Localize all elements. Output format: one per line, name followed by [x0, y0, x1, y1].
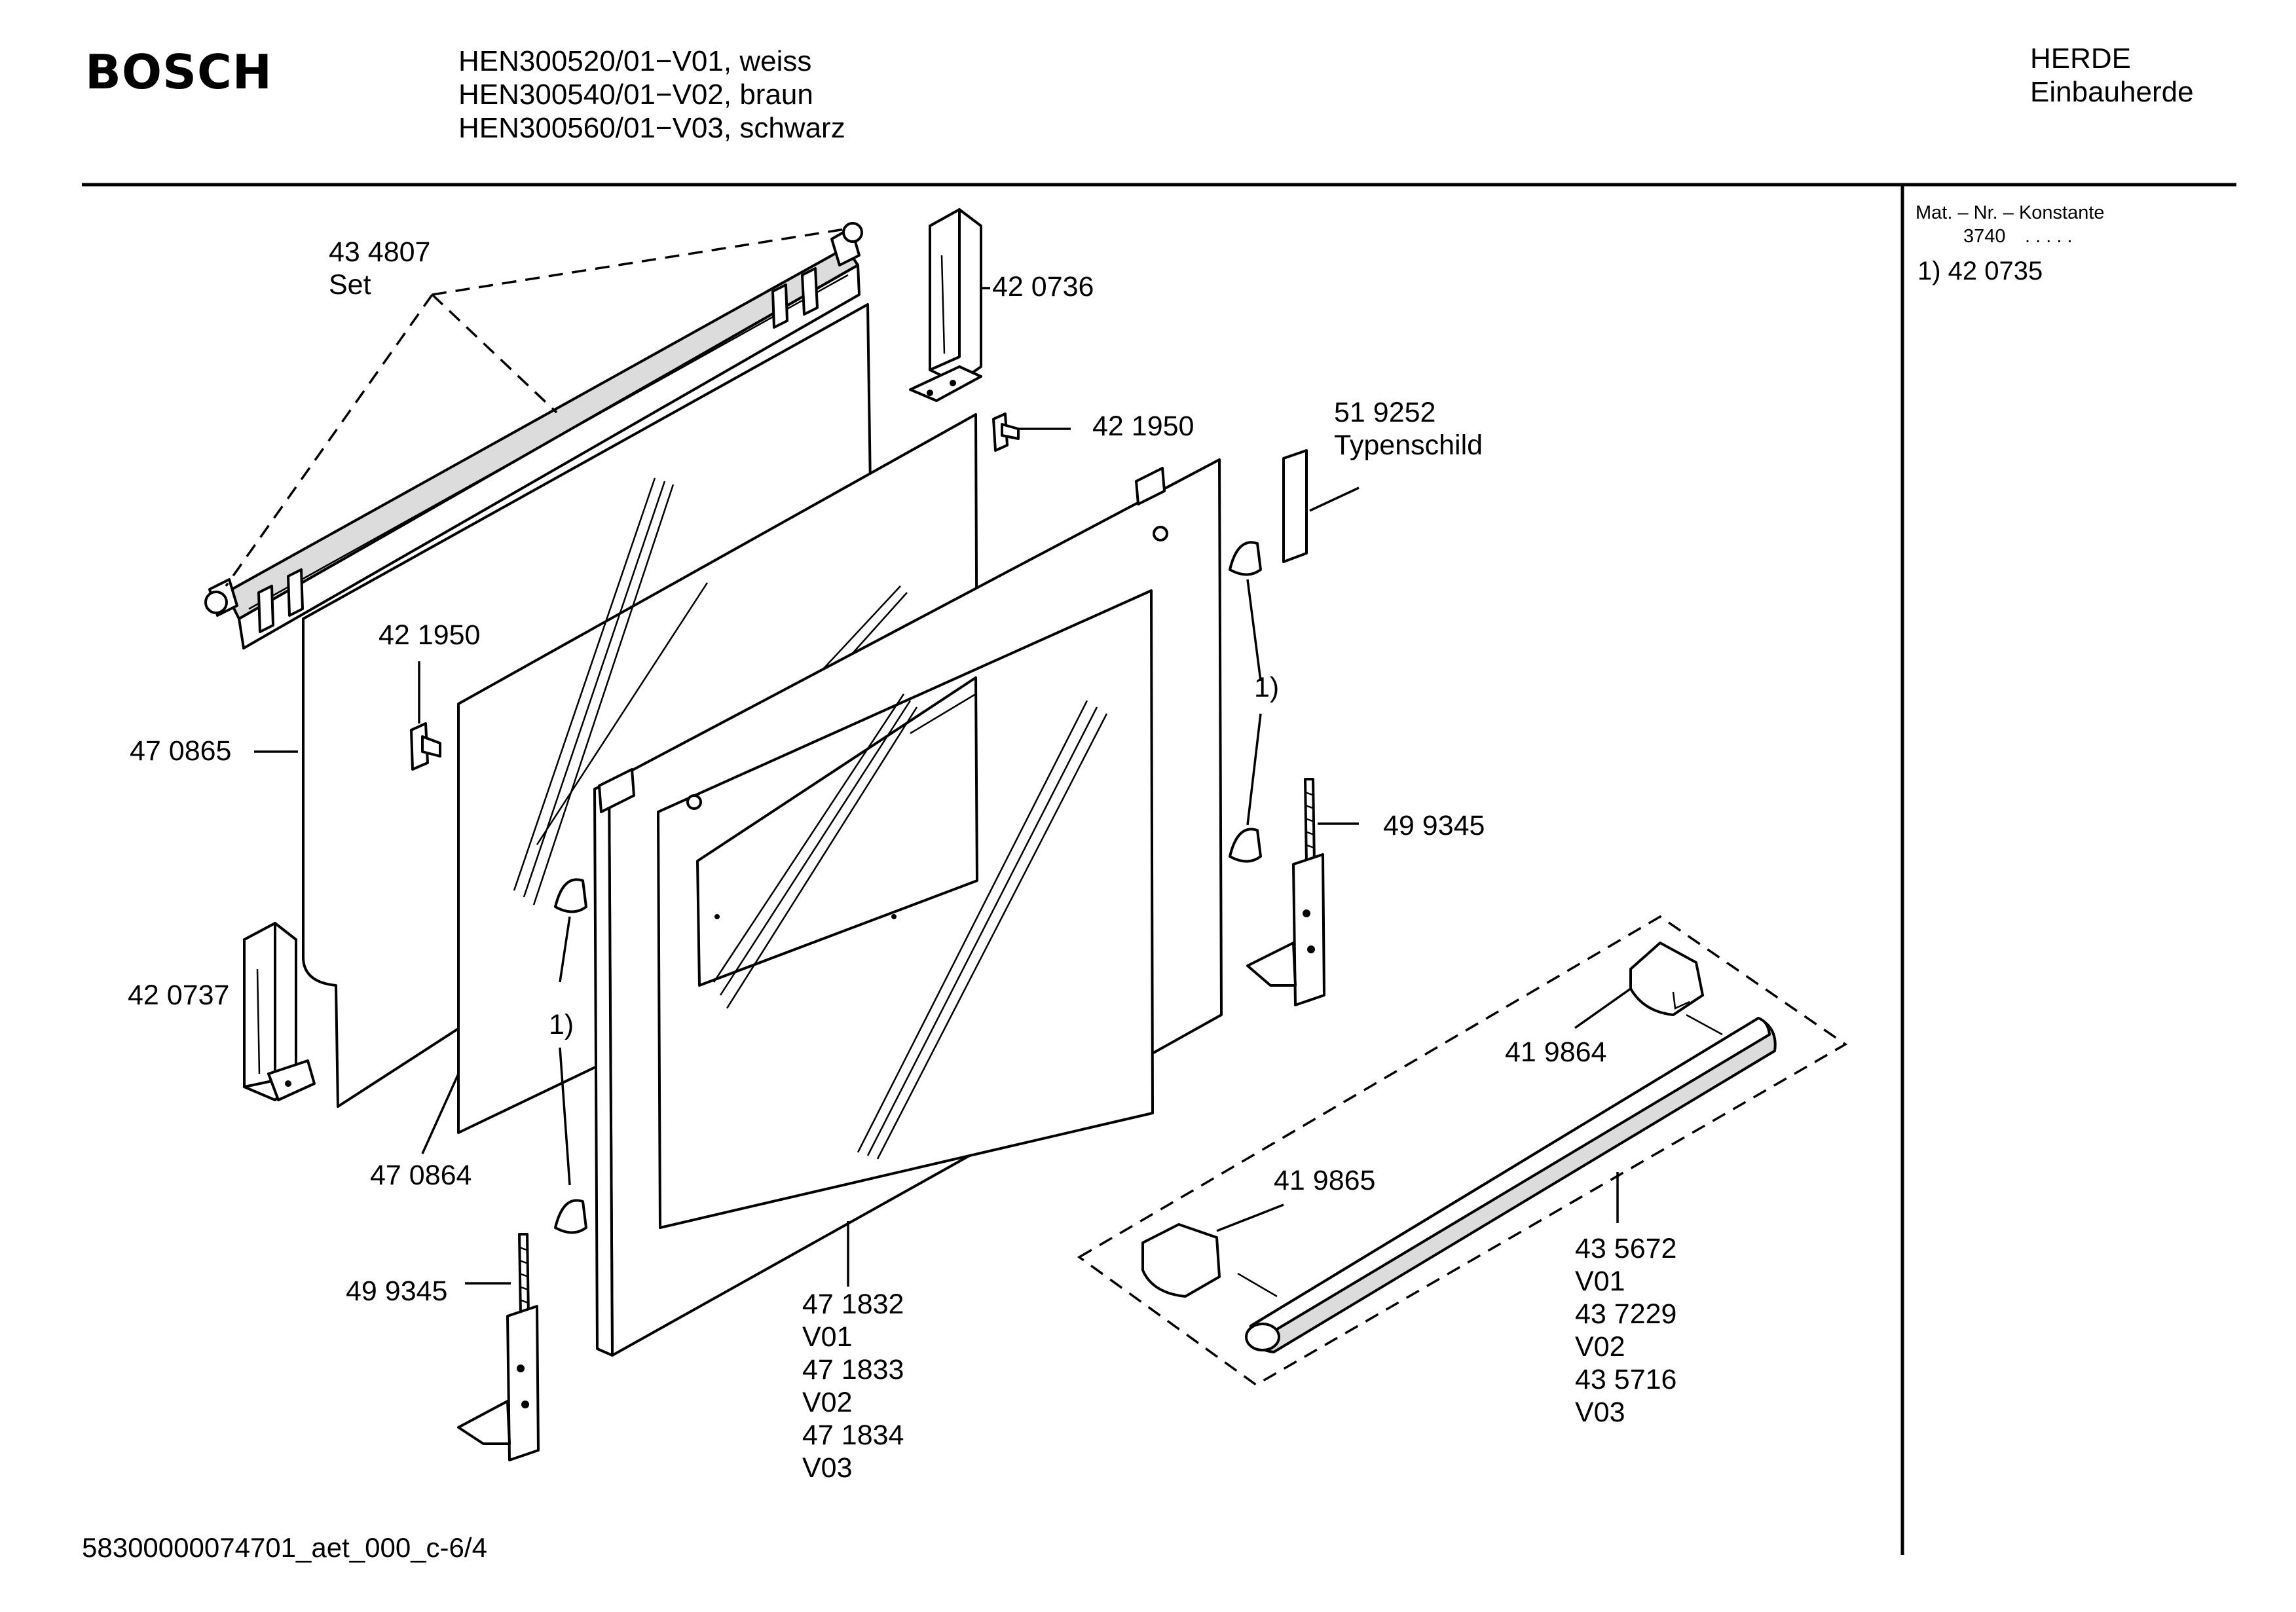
category-block: HERDE Einbauherde: [2030, 42, 2194, 109]
label-420737: 42 0737: [128, 980, 230, 1011]
model-line: HEN300520/01−V01, weiss: [458, 45, 812, 77]
side-panel-title: Mat. – Nr. – Konstante: [1916, 202, 2105, 223]
label-ref1-right: 1): [1254, 672, 1280, 703]
label-419865: 41 9865: [1274, 1165, 1376, 1196]
glass-holder-right-bottom: [1229, 828, 1262, 863]
part-note: Typenschild: [1334, 430, 1483, 461]
variant: V02: [802, 1387, 853, 1418]
label-ref1-left: 1): [549, 1009, 574, 1040]
footer-id: 58300000074701_aet_000_c-6/4: [82, 1532, 487, 1563]
label-421950-top: 42 1950: [1092, 411, 1194, 442]
label-420736: 42 0736: [992, 271, 1094, 302]
leader-lines: [225, 228, 1632, 1287]
handle-cap-right: [1629, 942, 1704, 1016]
top-trim-strip: [204, 222, 863, 650]
hinge-right: [1246, 778, 1325, 1006]
model-line: HEN300560/01−V03, schwarz: [458, 112, 845, 144]
part-number: 43 7229: [1575, 1298, 1677, 1330]
label-499345-right: 49 9345: [1383, 810, 1485, 841]
subcategory: Einbauherde: [2030, 76, 2194, 108]
label-419864: 41 9864: [1505, 1036, 1607, 1068]
part-number: 51 9252: [1334, 397, 1436, 428]
label-499345-left: 49 9345: [346, 1275, 448, 1307]
variant: V03: [1575, 1397, 1625, 1428]
part-number: 43 5716: [1575, 1364, 1677, 1395]
variant: V02: [1575, 1331, 1625, 1363]
handle-cap-left: [1141, 1223, 1221, 1298]
glass-holder-right-top: [1229, 541, 1262, 576]
label-handle-parts: 43 5672 V01 43 7229 V02 43 5716 V03: [1575, 1232, 1676, 1429]
brand-logo: BOSCH: [85, 45, 273, 100]
variant: V01: [1575, 1266, 1625, 1297]
part-number: 43 5672: [1575, 1233, 1677, 1264]
clip-lower: [410, 722, 441, 771]
handle-group-box: [1077, 915, 1848, 1387]
variant: V01: [802, 1321, 853, 1353]
clip-upper: [992, 412, 1020, 452]
bracket-left-bottom: [243, 922, 316, 1101]
label-421950-mid: 42 1950: [379, 619, 481, 651]
bracket-right-top: [909, 208, 982, 402]
part-number: 47 1832: [802, 1289, 904, 1320]
variant: V03: [802, 1452, 853, 1484]
model-list: HEN300520/01−V01, weiss HEN300540/01−V02…: [458, 45, 845, 145]
side-panel-note: 1) 42 0735: [1917, 257, 2043, 285]
label-470865: 47 0865: [130, 735, 232, 767]
door-handle-bar: [1237, 1014, 1777, 1353]
front-door-panel: [593, 458, 1223, 1357]
label-434807: 43 4807 Set: [329, 236, 430, 301]
type-plate: [1282, 449, 1308, 563]
hinge-left: [457, 1233, 540, 1461]
side-panel-dots: . . . . .: [2025, 226, 2073, 247]
part-note: Set: [329, 269, 371, 301]
label-470864: 47 0864: [370, 1160, 472, 1191]
part-number: 43 4807: [329, 236, 431, 268]
label-519252: 51 9252 Typenschild: [1334, 396, 1483, 462]
side-panel-code: 3740: [1963, 226, 2006, 247]
model-line: HEN300540/01−V02, braun: [458, 79, 813, 111]
glass-holder-left-top: [554, 878, 587, 913]
part-number: 47 1834: [802, 1420, 904, 1451]
glass-holder-left-bottom: [554, 1199, 587, 1234]
label-door-parts: 47 1832 V01 47 1833 V02 47 1834 V03: [802, 1288, 904, 1484]
part-number: 47 1833: [802, 1354, 904, 1385]
category: HERDE: [2030, 43, 2132, 75]
